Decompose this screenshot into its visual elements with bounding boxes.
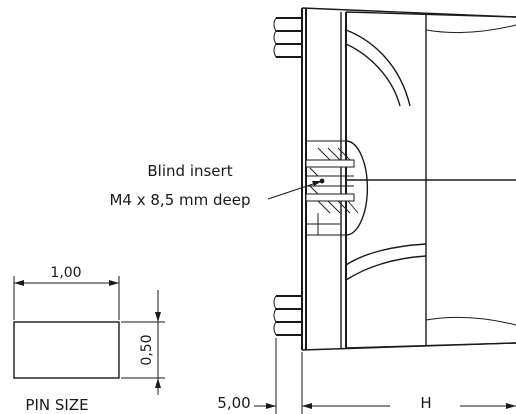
connector-pins-bottom [273,295,302,336]
fan-blades [345,24,516,326]
blind-insert-section [306,140,369,236]
h-dim: H [420,394,431,412]
insert-label-line1: Blind insert [147,162,232,180]
fan-housing [301,7,516,351]
insert-leader [267,180,323,200]
pin-size-label: PIN SIZE [25,396,88,414]
pin-size-detail [13,276,165,395]
offset-dim: 5,00 [217,394,250,412]
connector-pins-top [273,17,302,58]
bottom-dimensions [254,338,516,414]
pin-width-dim: 1,00 [50,265,81,281]
pin-height-dim: 0,50 [139,334,155,365]
insert-label-line2: M4 x 8,5 mm deep [109,191,250,209]
